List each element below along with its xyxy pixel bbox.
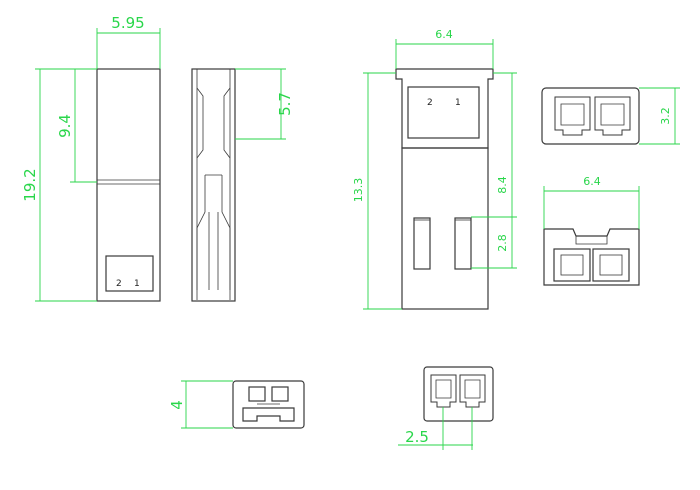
profile-latch-left bbox=[196, 87, 204, 159]
profile-terminal-slot bbox=[196, 174, 231, 290]
side-pin-1-label: 1 bbox=[134, 279, 140, 289]
side-view-label-window bbox=[105, 255, 154, 292]
profile-terminal-channel bbox=[208, 212, 219, 290]
dim-label-face-height: 4 bbox=[168, 400, 186, 410]
front-slot-right bbox=[454, 217, 472, 270]
front-view: 2 1 6.4 13.3 8.4 2.8 bbox=[352, 28, 517, 310]
dim-label-side-upper: 9.4 bbox=[56, 114, 74, 138]
end-cavity-left bbox=[554, 96, 591, 136]
face-pin-top-left bbox=[248, 386, 266, 402]
front-view-window bbox=[407, 86, 480, 139]
dim-label-end-height: 3.2 bbox=[659, 107, 672, 125]
front-pin-1-label: 1 bbox=[455, 98, 461, 108]
rear-view: 2.5 bbox=[398, 366, 494, 450]
bottom-cavity-left-inner bbox=[560, 254, 584, 276]
end-view-outline bbox=[541, 87, 640, 145]
end-cavity-right bbox=[594, 96, 631, 136]
bottom-view-outline bbox=[543, 228, 640, 286]
profile-inner-walls bbox=[196, 69, 231, 300]
side-view-outline bbox=[96, 68, 161, 302]
side-pin-2-label: 2 bbox=[116, 279, 122, 289]
dim-label-front-window: 2.8 bbox=[496, 234, 509, 252]
end-cavity-inner bbox=[560, 103, 625, 126]
dim-label-bottom-width: 6.4 bbox=[583, 175, 601, 188]
face-pin-top-right bbox=[271, 386, 289, 402]
bottom-cavity-left bbox=[553, 248, 591, 282]
rear-cavity-inner bbox=[435, 379, 481, 399]
dim-label-front-width: 6.4 bbox=[435, 28, 453, 41]
rear-view-outline bbox=[423, 366, 494, 422]
face-view: 4 bbox=[168, 380, 305, 429]
bottom-view-notch bbox=[575, 236, 608, 245]
front-slot-left bbox=[413, 217, 431, 270]
dim-label-pitch: 2.5 bbox=[405, 428, 429, 446]
profile-view: 5.7 bbox=[191, 68, 294, 302]
dim-label-front-upper: 8.4 bbox=[496, 176, 509, 194]
end-view: 3.2 bbox=[541, 87, 680, 145]
face-lower-cavity bbox=[242, 407, 295, 422]
bottom-view: 6.4 bbox=[543, 175, 640, 286]
profile-view-outline bbox=[191, 68, 236, 302]
side-view: 2 1 5.95 9.4 19.2 bbox=[21, 14, 161, 302]
front-pin-2-label: 2 bbox=[427, 98, 433, 108]
dim-label-side-width: 5.95 bbox=[111, 14, 144, 32]
bottom-cavity-right-inner bbox=[599, 254, 623, 276]
rear-cavity-right bbox=[459, 374, 486, 408]
profile-latch-right bbox=[223, 87, 231, 159]
front-view-body bbox=[401, 147, 489, 310]
bottom-cavity-right bbox=[592, 248, 630, 282]
face-view-outline bbox=[232, 380, 305, 429]
dim-label-front-height: 13.3 bbox=[352, 178, 365, 203]
dim-label-profile-depth: 5.7 bbox=[276, 92, 294, 116]
rear-cavity-left bbox=[430, 374, 457, 408]
dim-label-side-total: 19.2 bbox=[21, 168, 39, 201]
